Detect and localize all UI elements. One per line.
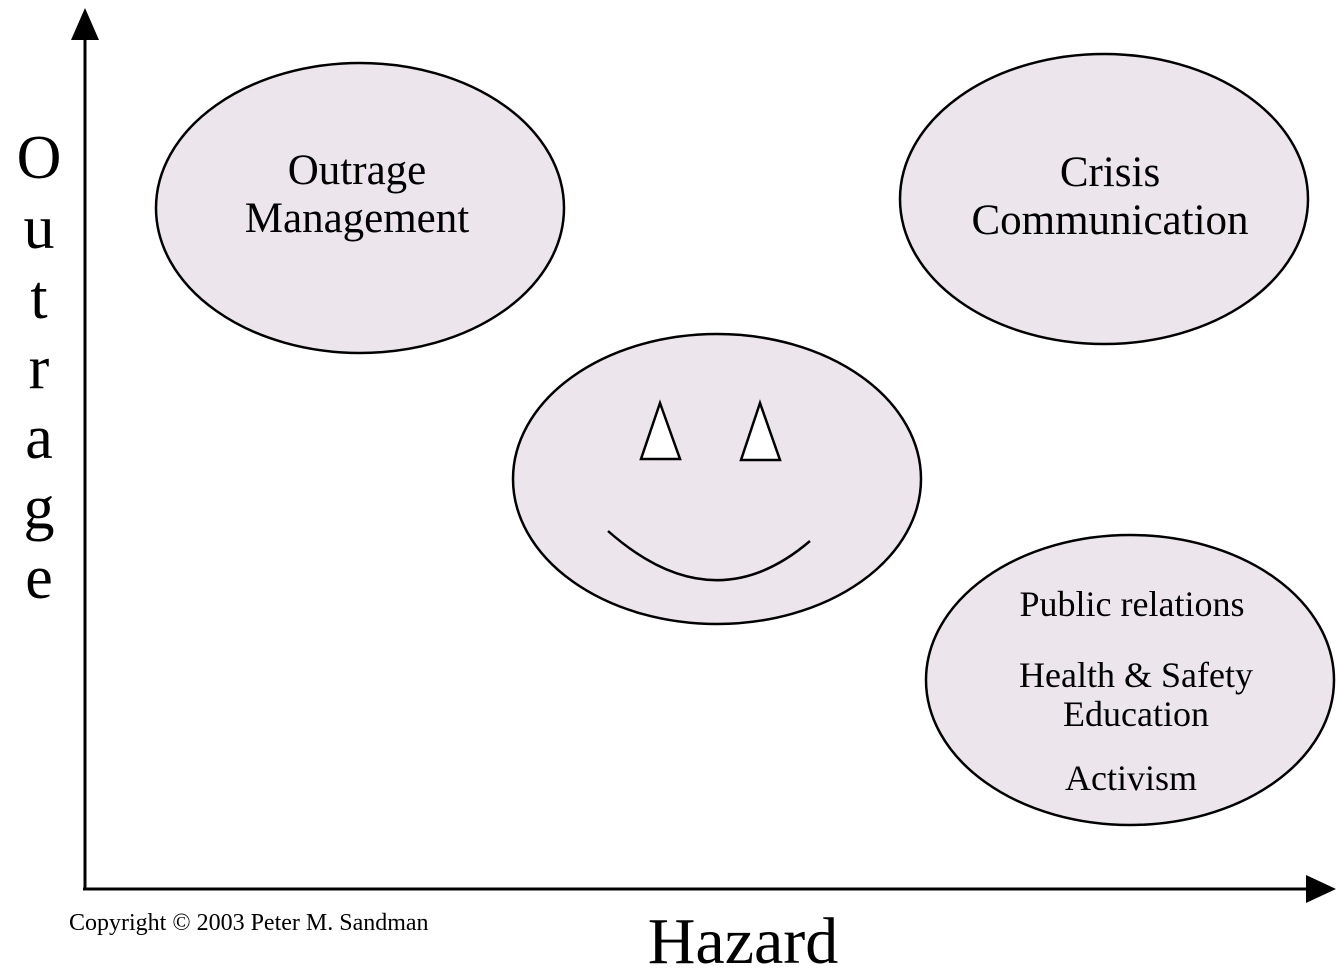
region-precaution-advocacy: Public relations Health & Safety Educati… xyxy=(924,533,1336,827)
y-axis-title-letter: O xyxy=(17,124,62,192)
x-axis-arrow-icon xyxy=(1306,875,1336,903)
right-eye-icon xyxy=(739,399,782,462)
region-crisis-communication-label-line1: Crisis xyxy=(1060,149,1160,196)
region-outrage-management-ellipse xyxy=(154,61,566,355)
smiley-face-icon xyxy=(511,332,923,626)
region-crisis-communication-ellipse xyxy=(898,52,1310,346)
region-precaution-advocacy-ellipse xyxy=(924,533,1336,827)
x-axis-title: Hazard xyxy=(648,905,839,969)
left-eye-icon xyxy=(639,399,682,461)
y-axis-title-letter: t xyxy=(30,264,47,332)
y-axis-title: Outrage xyxy=(17,124,62,612)
copyright-notice: Copyright © 2003 Peter M. Sandman xyxy=(69,910,429,936)
region-crisis-communication: Crisis Communication xyxy=(898,52,1310,346)
y-axis-arrow-icon xyxy=(71,8,99,40)
region-outrage-management: Outrage Management xyxy=(154,61,566,355)
region-precaution-item-public-relations: Public relations xyxy=(1020,584,1245,624)
region-crisis-communication-label-line2: Communication xyxy=(971,197,1248,244)
axes xyxy=(71,8,1336,903)
y-axis-title-letter: g xyxy=(24,474,55,542)
region-precaution-item-education: Education xyxy=(1063,694,1209,734)
region-precaution-item-activism: Activism xyxy=(1065,758,1197,798)
region-smiley-ellipse xyxy=(511,332,923,626)
region-outrage-management-label-line2: Management xyxy=(245,195,470,242)
y-axis-title-letter: u xyxy=(24,194,55,262)
region-precaution-item-health-safety: Health & Safety xyxy=(1019,655,1253,695)
y-axis-title-letter: e xyxy=(25,544,53,612)
y-axis-title-letter: a xyxy=(25,404,53,472)
region-outrage-management-label-line1: Outrage xyxy=(288,147,427,194)
y-axis-title-letter: r xyxy=(29,334,50,402)
smile-mouth-icon xyxy=(607,530,811,582)
